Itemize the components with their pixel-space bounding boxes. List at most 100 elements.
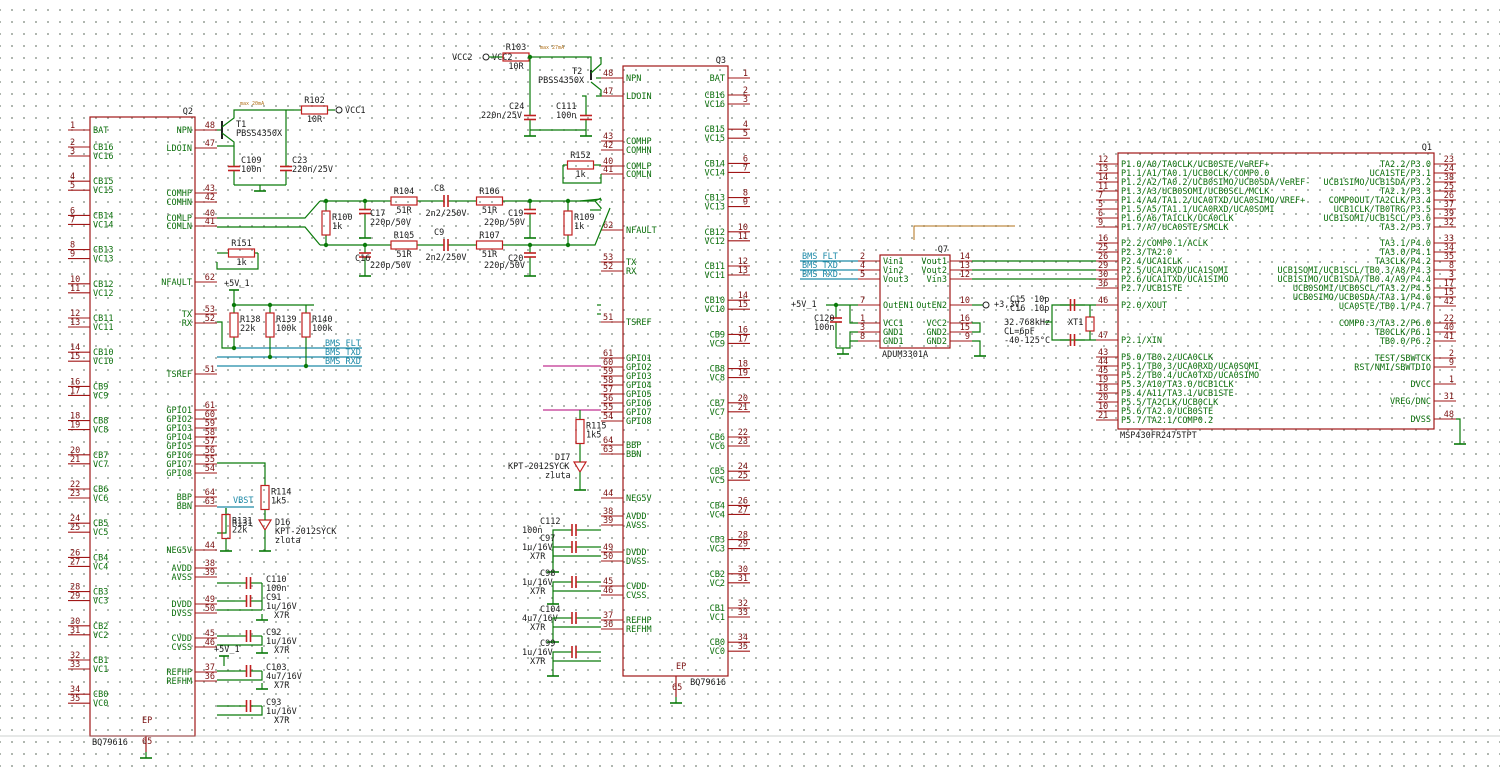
- d17-color: zluta: [545, 471, 571, 481]
- q2-pin-number: 39: [205, 568, 215, 578]
- q1-pin-label: TA3CLK/P4.2: [1375, 257, 1431, 267]
- q2-pin-number: 27: [70, 557, 80, 567]
- ground-symbol: [1454, 438, 1466, 445]
- q1-pin-number: 41: [1444, 332, 1454, 342]
- q1-pin-number: 1: [1449, 375, 1454, 385]
- q2-pin-label: VC11: [93, 323, 113, 333]
- wire: [590, 57, 602, 74]
- c17-ref: C17: [370, 209, 385, 219]
- wire: [1051, 304, 1060, 341]
- d16-part: KPT-2012SYCK: [275, 527, 337, 537]
- q2-pin-label: VC8: [93, 426, 108, 436]
- q1-pin-number: 44: [1098, 357, 1108, 367]
- q1-pin-number: 47: [1098, 331, 1108, 341]
- c24-ref: C24: [509, 102, 524, 112]
- q3-pin-number: 39: [603, 516, 613, 526]
- q1-pin-label: RST/NMI/SBWTDIO: [1354, 363, 1431, 373]
- wire: [580, 200, 602, 209]
- q2-pin-label: COMHN: [166, 198, 192, 208]
- q3-pin-number: 36: [603, 620, 613, 630]
- q1-ref: Q1: [1422, 143, 1432, 153]
- q3-pin-number: 1: [743, 69, 748, 79]
- q1-pin-label: TA2.1/P3.3: [1380, 187, 1431, 197]
- q2-pin-label: DVSS: [172, 609, 192, 619]
- q3-pin-number: 57: [603, 385, 613, 395]
- q1-pin-number: 17: [1444, 279, 1454, 289]
- q3-pin-number: 21: [738, 403, 748, 413]
- q3-pin-number: 8: [743, 189, 748, 199]
- ground-symbol: [259, 545, 271, 552]
- q2-pin-number: 16: [70, 377, 80, 387]
- q3-pin-label: BAT: [710, 74, 725, 84]
- q3-pin-number: 15: [738, 300, 748, 310]
- q3-pin-label: NEG5V: [626, 494, 652, 504]
- q2-pin-label: VC16: [93, 152, 113, 162]
- q3-pin-label: CB5: [710, 467, 725, 477]
- q3-pin-number: 14: [738, 291, 748, 301]
- q3-pin-label: NPN: [626, 74, 641, 84]
- xt1-crystal: [1085, 316, 1095, 332]
- q3-pin-label: VC16: [705, 100, 725, 110]
- q1-pin-label: DVCC: [1411, 380, 1431, 390]
- wire: [217, 508, 227, 534]
- r152-ref: R152: [570, 151, 590, 161]
- q2-pin-label: VC9: [93, 391, 108, 401]
- q3-pin-number: 38: [603, 507, 613, 517]
- q1-pin-number: 32: [1444, 218, 1454, 228]
- q7-body: [879, 254, 951, 349]
- c93-ref: C93: [266, 698, 281, 708]
- junction: [527, 198, 533, 204]
- r131-ref-alt: R131: [232, 519, 252, 529]
- q1-pin-number: 23: [1444, 155, 1454, 165]
- c15-value: 10p: [1034, 295, 1049, 305]
- q1-pin-label: P2.0/XOUT: [1121, 301, 1167, 311]
- c103-value: 4u7/16V: [266, 672, 302, 682]
- ground-symbol: [220, 545, 232, 552]
- q2-pin-number: 55: [205, 455, 215, 465]
- q3-pin-label: VC3: [710, 545, 725, 555]
- q7-pin-number: 8: [860, 332, 865, 342]
- wire: [836, 341, 851, 349]
- q3-pin-number: 54: [603, 412, 613, 422]
- q3-pin-label: CB2: [710, 570, 725, 580]
- r107-ref: R107: [479, 231, 499, 241]
- q1-pin-label: P2.4/UCA1CLK: [1121, 257, 1183, 267]
- c104-ref: C104: [540, 605, 560, 615]
- wire: [217, 200, 321, 219]
- q1-pin-label: DVSS: [1411, 415, 1431, 425]
- ground-symbol: [359, 232, 371, 239]
- r106-ref: R106: [479, 187, 499, 197]
- ground-symbol: [256, 647, 268, 654]
- q3-pin-label: CB3: [710, 536, 725, 546]
- d16-ref: D16: [275, 518, 290, 528]
- q7-pin-label: Vin2: [883, 266, 903, 276]
- c103-x7r: X7R: [274, 681, 290, 691]
- q3-pin-label: CB9: [710, 330, 725, 340]
- q3-gnd-pin: 65: [672, 683, 682, 693]
- q7-part: ADUM3301A: [882, 350, 928, 360]
- wire: [580, 207, 611, 246]
- q7-pin-label: GND1: [883, 328, 903, 338]
- q1-pin-label: UCB1SOMI/UCB1SCL/P3.6: [1324, 214, 1431, 224]
- q7-pin-number: 7: [860, 296, 865, 306]
- q2-pin-label: CB1: [93, 656, 108, 666]
- q1-pin-number: 14: [1098, 173, 1108, 183]
- ground-symbol: [974, 350, 986, 357]
- q3-pin-label: CB12: [705, 228, 725, 238]
- q1-pin-label: COMP0.3/TA3.2/P6.0: [1339, 319, 1431, 329]
- q1-pin-number: 33: [1444, 234, 1454, 244]
- vcc2: [482, 53, 490, 61]
- c8-ref: C8: [434, 184, 444, 194]
- q1-pin-label: P2.5/UCA1RXD/UCA1SOMI: [1121, 266, 1228, 276]
- q1-pin-number: 40: [1444, 323, 1454, 333]
- c104-x7r: X7R: [530, 623, 546, 633]
- q1-pin-label: P5.3/A10/TA3.0/UCB1CLK: [1121, 380, 1234, 390]
- q2-pin-number: 61: [205, 401, 215, 411]
- ground-symbol: [670, 697, 682, 704]
- q3-pin-number: 25: [738, 471, 748, 481]
- q2-pin-label: CB8: [93, 417, 108, 427]
- q1-pin-label: P5.2/TB0.4/UCA0TXD/UCA0SIMO: [1121, 371, 1259, 381]
- q2-pin-number: 30: [70, 617, 80, 627]
- q2-pin-label: TX: [182, 310, 193, 320]
- r105-ref: R105: [394, 231, 414, 241]
